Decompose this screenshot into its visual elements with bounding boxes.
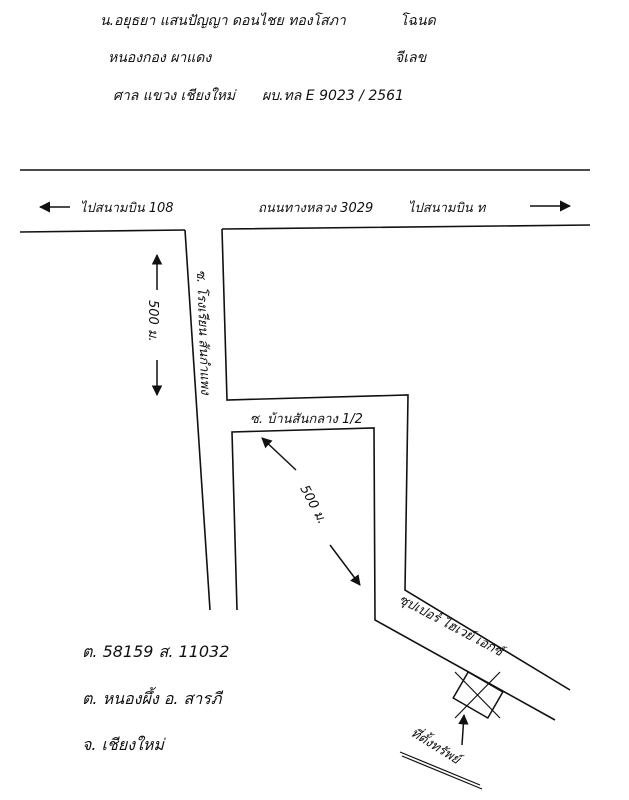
diagonal-distance-arrow-up	[261, 437, 297, 471]
property-marker-icon	[452, 670, 504, 720]
address-line3: จ. เชียงใหม่	[82, 735, 166, 754]
vertical-soi-right-edge	[221, 228, 571, 691]
vertical-soi-label: ซ. โรงเรียน สันกำแพง	[193, 270, 213, 397]
target-underline-1	[399, 751, 481, 786]
header-line3-right: ผบ.ทล E 9023 / 2561	[262, 88, 404, 104]
main-road-bottom-edge	[19, 224, 591, 233]
target-pointer-arrow	[458, 713, 469, 746]
header-line2-right: จีเลข	[395, 50, 428, 66]
main-road-left-label: ไปสนามบิน 108	[80, 200, 174, 216]
target-underline-2	[401, 755, 483, 790]
branch-soi-label: ซ. บ้านสันกลาง 1/2	[250, 412, 363, 427]
address-line2: ต. หนองผึ้ง อ. สารภี	[82, 687, 223, 708]
diagonal-distance-arrow-down	[329, 544, 361, 586]
main-road-right-label: ไปสนามบิน ท	[408, 200, 487, 216]
main-road-center-label: ถนนทางหลวง 3029	[258, 201, 373, 216]
header-line2-left: หนองกอง ผาแดง	[108, 50, 212, 66]
vertical-distance-label: 500 ม.	[145, 300, 160, 342]
diagonal-soi-label: ซุปเปอร์ ไฮเวย์ เอกซ์	[396, 591, 508, 661]
header-line1-right: โฉนด	[400, 12, 437, 29]
vertical-soi-left-edge	[184, 229, 211, 611]
header-line1-left: น.อยุธยา แสนปัญญา ดอนไชย ทองโสภา	[100, 12, 347, 29]
diagonal-distance-label: 500 ม.	[296, 483, 329, 527]
address-line1: ต. 58159 ส. 11032	[82, 642, 229, 661]
branch-soi-inner-edge	[231, 427, 556, 721]
header-line3-left: ศาล แขวง เชียงใหม่	[113, 87, 237, 104]
